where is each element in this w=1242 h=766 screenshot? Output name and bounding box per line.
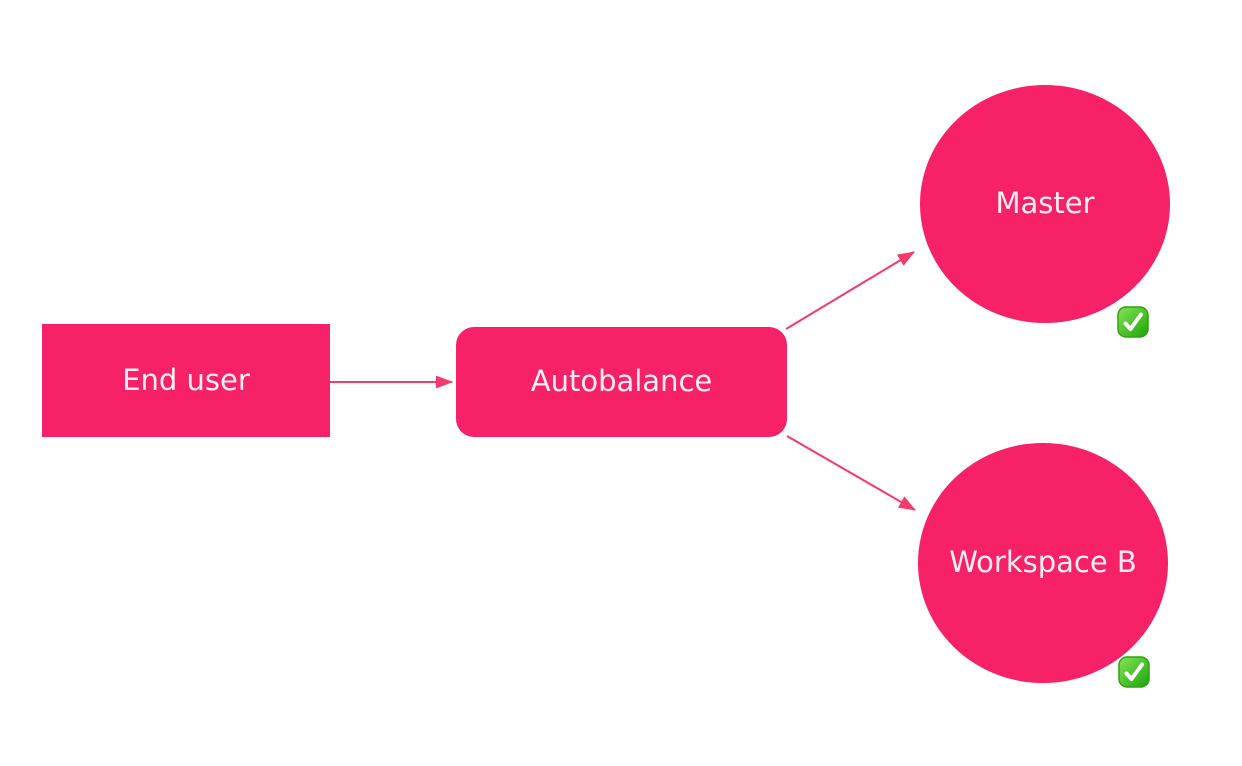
- node-master: Master: [920, 85, 1170, 323]
- node-workspace-b: Workspace B: [918, 443, 1168, 683]
- node-end-user-label: End user: [122, 362, 250, 397]
- node-end-user: End user: [42, 324, 330, 437]
- edge-autobalance-to-workspace-b: [786, 435, 916, 511]
- node-autobalance-label: Autobalance: [530, 364, 713, 399]
- check-mark-icon: [1117, 306, 1149, 338]
- node-master-label: Master: [995, 186, 1095, 221]
- check-mark-icon: [1118, 656, 1150, 688]
- node-autobalance: Autobalance: [456, 327, 787, 437]
- edge-autobalance-to-master: [785, 251, 915, 330]
- node-workspace-b-label: Workspace B: [949, 545, 1137, 580]
